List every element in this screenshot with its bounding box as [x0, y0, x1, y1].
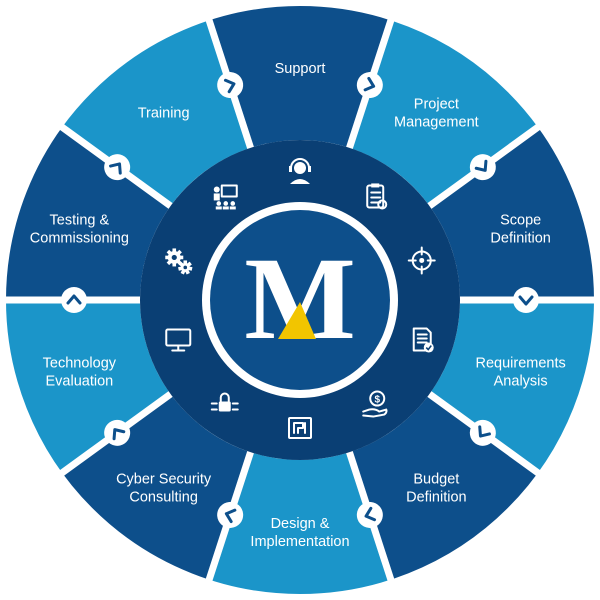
label-line: Cyber Security — [116, 472, 212, 488]
chevrons-layer — [61, 72, 539, 528]
logo-accent-triangle — [278, 302, 316, 339]
label-line: Definition — [490, 230, 550, 246]
logo: M — [244, 233, 355, 364]
label-line: Implementation — [250, 534, 349, 550]
label-line: Testing & — [50, 212, 110, 228]
icons-layer: $ — [165, 158, 436, 439]
label-line: Scope — [500, 212, 541, 228]
chevron-icon — [217, 72, 244, 99]
chevron-icon — [356, 501, 383, 528]
svg-text:$: $ — [374, 395, 380, 406]
support-agent-icon — [289, 158, 311, 184]
label-line: Budget — [413, 472, 459, 488]
target-crosshair-icon — [407, 246, 436, 275]
label-line: Consulting — [129, 490, 198, 506]
label-line: Definition — [406, 490, 466, 506]
segment-technology-evaluation — [4, 300, 171, 474]
label-testing-and-commissioning: Testing & Commissioning — [30, 212, 129, 246]
label-design-and-implementation: Design & Implementation — [250, 516, 349, 550]
label-line: Project — [414, 96, 459, 112]
chevron-icon — [217, 501, 244, 528]
segment-scope-definition — [429, 126, 596, 300]
label-line: Design & — [271, 516, 330, 532]
logo-letter: M — [244, 233, 355, 364]
document-check-icon — [412, 327, 434, 353]
label-line: Technology — [43, 356, 117, 372]
padlock-circuit-icon — [210, 392, 239, 412]
segment-requirements-analysis — [429, 300, 596, 474]
chevron-icon — [104, 419, 131, 446]
segment-testing-and-commissioning — [4, 126, 171, 300]
label-support: Support — [275, 61, 326, 77]
chevron-icon — [469, 419, 496, 446]
monitor-icon — [165, 328, 192, 352]
chevron-icon — [356, 72, 383, 99]
presentation-training-icon — [213, 184, 238, 210]
label-line: Requirements — [476, 356, 566, 372]
chevron-icon — [513, 287, 539, 313]
clipboard-checklist-icon — [366, 183, 388, 210]
segment-design-and-implementation — [208, 452, 392, 597]
chevron-icon — [469, 154, 496, 181]
blueprint-icon — [288, 417, 312, 439]
chevron-icon — [61, 287, 87, 313]
label-line: Support — [275, 61, 326, 77]
label-training: Training — [138, 105, 190, 121]
segment-support — [208, 3, 392, 148]
label-line: Evaluation — [45, 374, 113, 390]
center-hub: M — [202, 202, 398, 398]
hand-dollar-icon: $ — [362, 390, 388, 418]
chevron-icon — [104, 154, 131, 181]
hub-circle — [210, 210, 390, 390]
gears-icon — [165, 248, 193, 275]
label-line: Analysis — [494, 374, 548, 390]
label-line: Commissioning — [30, 230, 129, 246]
label-line: Training — [138, 105, 190, 121]
label-line: Management — [394, 114, 479, 130]
